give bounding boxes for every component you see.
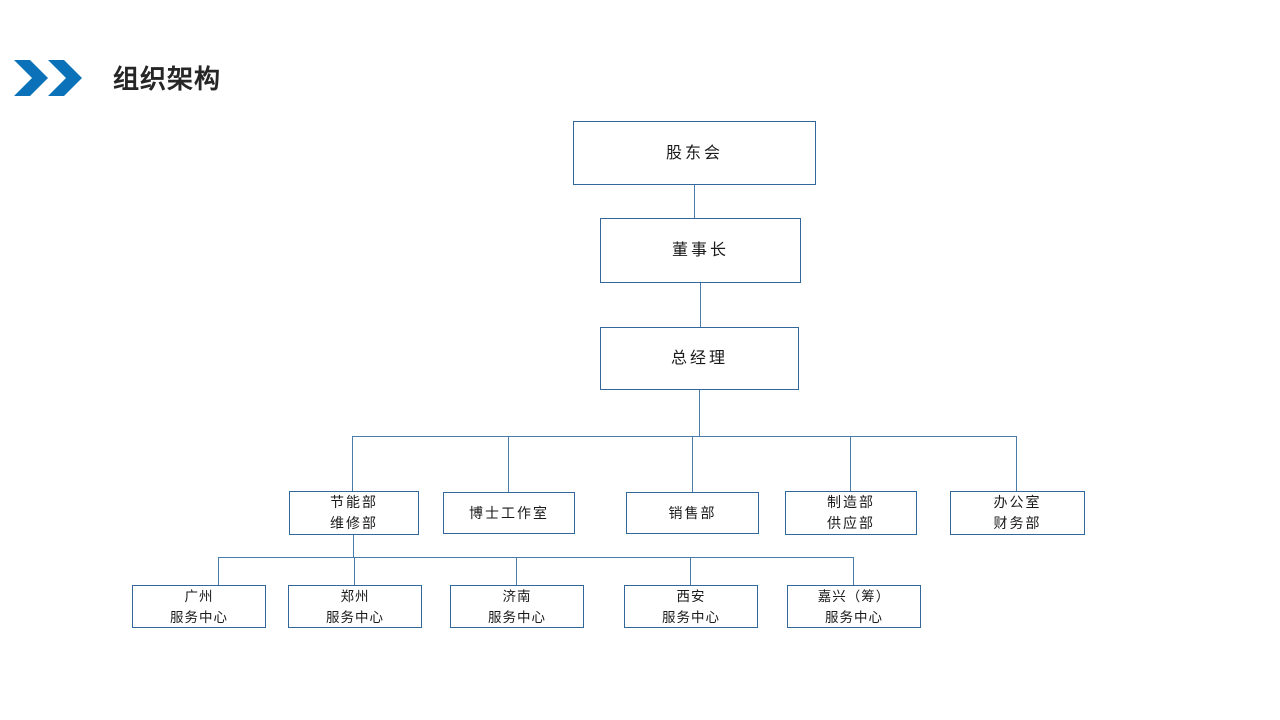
page-title: 组织架构: [113, 64, 222, 94]
double-chevron-right-icon: [14, 60, 82, 96]
org-node-xian-service-center[interactable]: 西安 服务中心: [624, 585, 758, 628]
org-node-general-manager[interactable]: 总经理: [600, 327, 799, 390]
org-node-doctor-studio[interactable]: 博士工作室: [443, 492, 575, 534]
slide-header: 组织架构: [0, 0, 1280, 120]
org-node-sales[interactable]: 销售部: [626, 492, 759, 534]
org-node-zhengzhou-service-center[interactable]: 郑州 服务中心: [288, 585, 422, 628]
org-node-manufacture-supply[interactable]: 制造部 供应部: [785, 491, 917, 535]
org-node-office-finance[interactable]: 办公室 财务部: [950, 491, 1085, 535]
org-node-chairman[interactable]: 董事长: [600, 218, 801, 283]
org-node-jiaxing-service-center[interactable]: 嘉兴（筹） 服务中心: [787, 585, 921, 628]
org-node-energy-maintenance[interactable]: 节能部 维修部: [289, 491, 419, 535]
org-node-guangzhou-service-center[interactable]: 广州 服务中心: [132, 585, 266, 628]
org-node-jinan-service-center[interactable]: 济南 服务中心: [450, 585, 584, 628]
org-node-shareholders[interactable]: 股东会: [573, 121, 816, 185]
